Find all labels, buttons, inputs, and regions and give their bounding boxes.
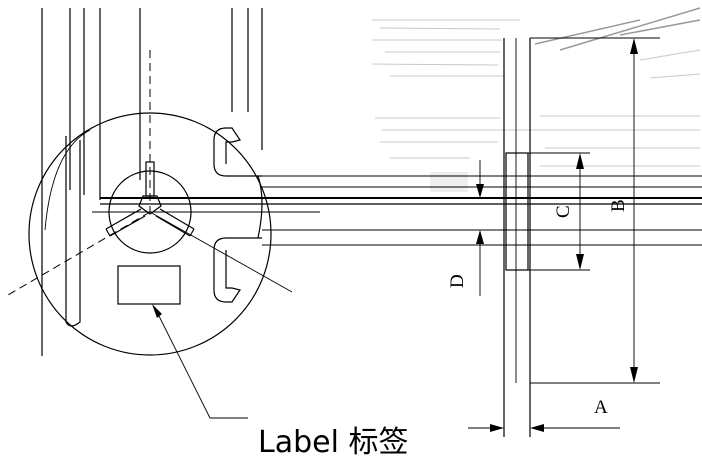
svg-text:A: A xyxy=(594,397,608,418)
svg-text:C: C xyxy=(553,205,574,218)
center-line-diagonal xyxy=(7,211,151,296)
tape-section xyxy=(472,37,660,437)
svg-text:D: D xyxy=(447,274,468,288)
reel-circle xyxy=(28,112,272,356)
scan-noise xyxy=(371,7,701,192)
dimension-a: A xyxy=(468,397,620,432)
label-callout-text: Label 标签 xyxy=(258,425,408,459)
label-leader xyxy=(152,304,248,419)
label-area xyxy=(117,265,181,305)
left-window xyxy=(65,136,81,327)
leader-line-diagonal xyxy=(149,211,293,293)
dimension-b: B xyxy=(608,38,638,383)
reel-flange-lines xyxy=(41,8,263,356)
dimension-d: D xyxy=(447,160,484,296)
dimension-c: C xyxy=(553,153,584,270)
right-window-lower xyxy=(213,237,262,303)
right-window-upper xyxy=(213,127,262,177)
svg-text:B: B xyxy=(608,199,629,212)
